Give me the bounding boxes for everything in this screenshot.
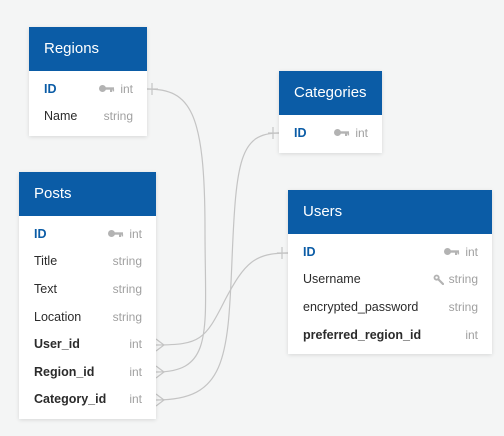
categories-field-id[interactable]: ID int xyxy=(279,119,382,147)
posts-field-location[interactable]: Location string xyxy=(19,303,156,331)
users-table[interactable]: Users ID int Username string encrypted_p… xyxy=(288,190,492,355)
field-type-label: string xyxy=(103,109,133,124)
wrench-icon xyxy=(433,274,444,285)
users-field-preferred-region-id[interactable]: preferred_region_id int xyxy=(288,321,492,349)
posts-field-category-id[interactable]: Category_id int xyxy=(19,386,156,414)
field-type-label: string xyxy=(448,272,478,287)
field-type: string xyxy=(449,300,478,314)
one-end-marker-regions xyxy=(147,83,158,95)
field-name: ID xyxy=(303,244,316,259)
many-end-marker-user-id xyxy=(155,338,165,352)
field-name: ID xyxy=(44,81,57,96)
field-type-label: string xyxy=(112,254,142,269)
field-type: int xyxy=(129,365,142,379)
users-field-username[interactable]: Username string xyxy=(288,266,492,294)
many-end-marker-region-id xyxy=(155,365,165,379)
users-field-encrypted-password[interactable]: encrypted_password string xyxy=(288,293,492,321)
field-type-label: int xyxy=(465,327,478,342)
posts-field-id[interactable]: ID int xyxy=(19,220,156,248)
field-type: int xyxy=(333,126,368,140)
field-name: Category_id xyxy=(34,392,107,407)
posts-table-header[interactable]: Posts xyxy=(19,172,156,216)
field-name: ID xyxy=(294,125,307,140)
field-type-label: int xyxy=(129,226,142,241)
posts-field-region-id[interactable]: Region_id int xyxy=(19,358,156,386)
field-type-label: int xyxy=(355,125,368,140)
posts-table[interactable]: Posts ID int Title string Text string Lo… xyxy=(19,172,156,420)
field-name: ID xyxy=(34,226,47,241)
one-end-marker-users xyxy=(277,247,288,259)
field-type: int xyxy=(465,328,478,342)
field-name: preferred_region_id xyxy=(303,327,422,342)
posts-table-body: ID int Title string Text string Location… xyxy=(19,216,156,419)
regions-table-body: ID int Name string xyxy=(29,71,147,136)
one-end-marker-categories xyxy=(268,127,279,139)
regions-table-header[interactable]: Regions xyxy=(29,27,147,71)
field-type-label: int xyxy=(129,364,142,379)
field-name: Name xyxy=(44,109,78,124)
key-icon xyxy=(107,229,124,238)
field-name: Title xyxy=(34,254,58,269)
field-type-label: string xyxy=(112,281,142,296)
field-type: int xyxy=(98,82,133,96)
key-icon xyxy=(98,84,115,93)
regions-table[interactable]: Regions ID int Name string xyxy=(29,27,147,137)
field-type-label: int xyxy=(465,244,478,259)
field-type: int xyxy=(129,392,142,406)
field-type-label: int xyxy=(129,337,142,352)
field-type: int xyxy=(129,337,142,351)
field-name: Username xyxy=(303,272,361,287)
categories-table[interactable]: Categories ID int xyxy=(279,71,382,153)
key-icon xyxy=(333,128,350,137)
field-type: string xyxy=(113,254,142,268)
field-type-label: int xyxy=(129,392,142,407)
posts-field-user-id[interactable]: User_id int xyxy=(19,330,156,358)
users-table-body: ID int Username string encrypted_passwor… xyxy=(288,234,492,354)
categories-table-body: ID int xyxy=(279,115,382,153)
field-type: int xyxy=(107,227,142,241)
regions-field-name[interactable]: Name string xyxy=(29,103,147,131)
many-end-marker-category-id xyxy=(155,393,165,407)
field-type: string xyxy=(104,109,133,123)
regions-field-id[interactable]: ID int xyxy=(29,75,147,103)
field-type: string xyxy=(113,282,142,296)
field-name: Region_id xyxy=(34,364,95,379)
field-type: int xyxy=(443,245,478,259)
posts-field-text[interactable]: Text string xyxy=(19,275,156,303)
field-name: Location xyxy=(34,309,82,324)
field-type: string xyxy=(113,310,142,324)
field-name: encrypted_password xyxy=(303,299,419,314)
connector-posts-category-to-categories-id[interactable] xyxy=(155,132,280,401)
users-field-id[interactable]: ID int xyxy=(288,238,492,266)
field-type: string xyxy=(433,272,478,286)
field-type-label: string xyxy=(448,299,478,314)
field-type-label: int xyxy=(120,81,133,96)
key-icon xyxy=(443,247,460,256)
users-table-header[interactable]: Users xyxy=(288,190,492,234)
field-type-label: string xyxy=(112,309,142,324)
field-name: User_id xyxy=(34,337,80,352)
connector-posts-user-to-users-id[interactable] xyxy=(155,252,289,346)
categories-table-header[interactable]: Categories xyxy=(279,71,382,115)
posts-field-title[interactable]: Title string xyxy=(19,248,156,276)
field-name: Text xyxy=(34,281,57,296)
